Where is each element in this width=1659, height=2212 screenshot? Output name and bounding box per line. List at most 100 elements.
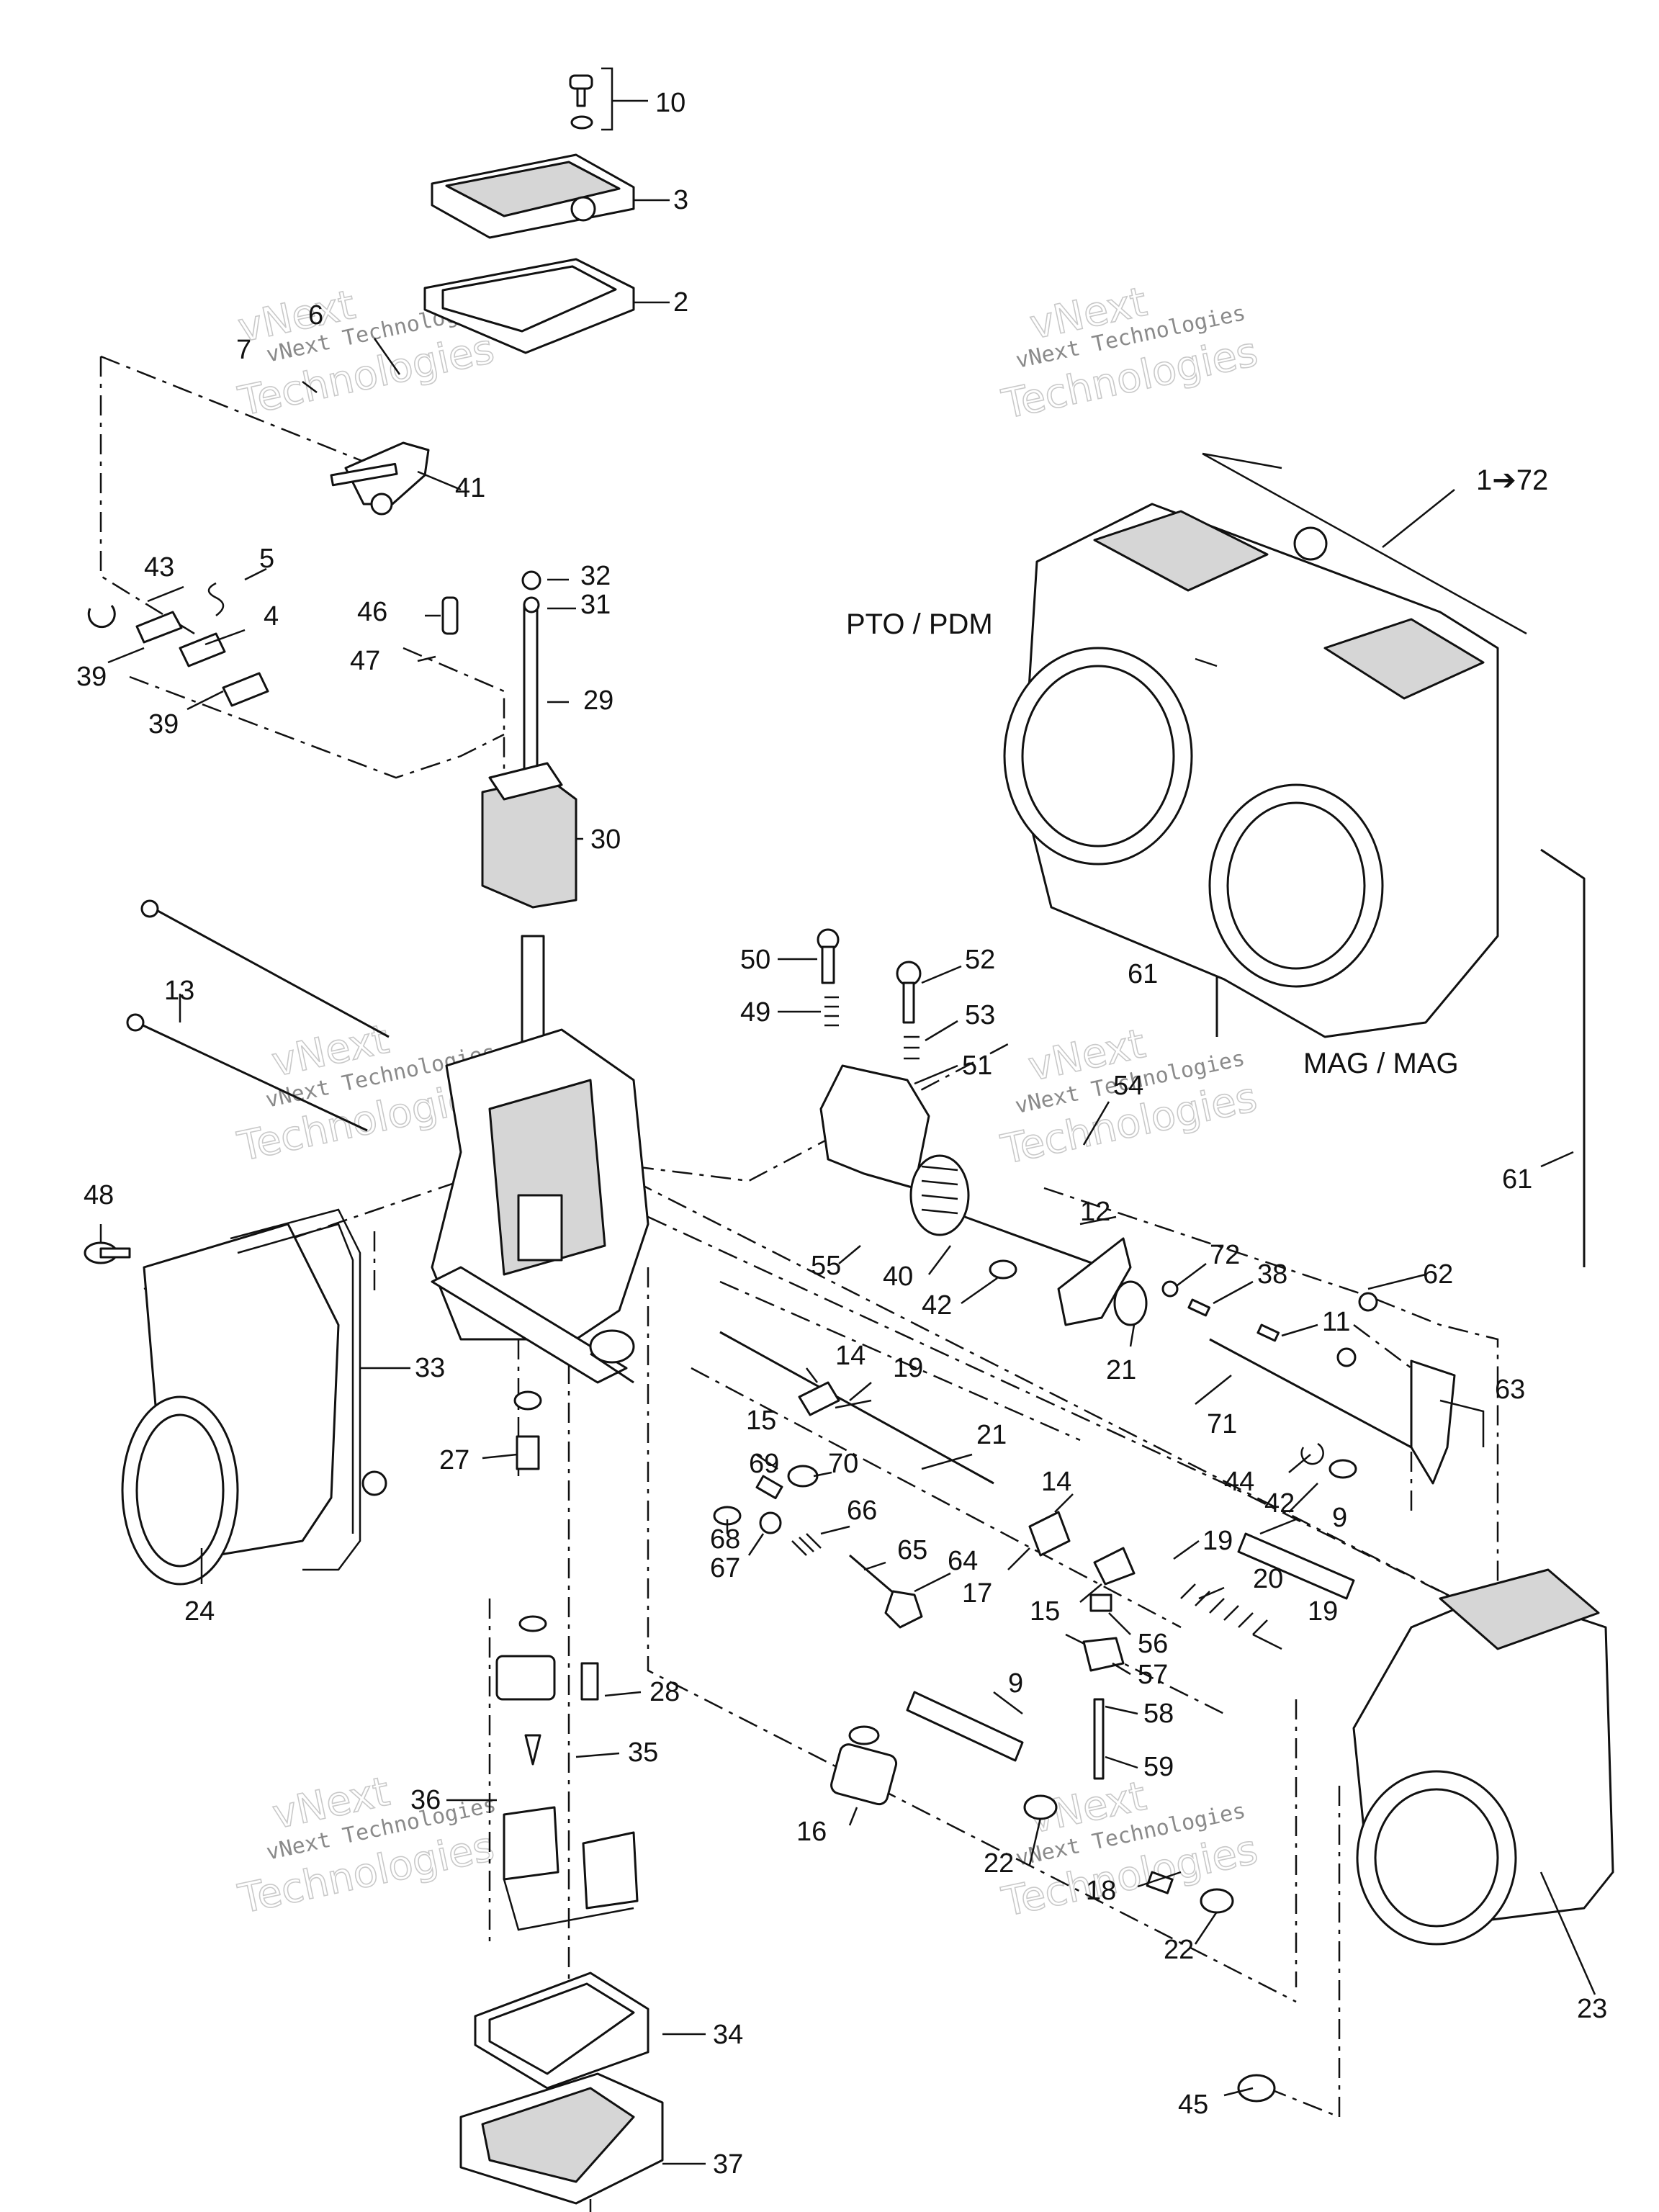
part-label: 58 [1143,1699,1174,1729]
screw-parts-62-72-38-11 [1161,1280,1378,1367]
slide-part-30 [481,762,577,1046]
small-parts-67-68-69-70 [713,1465,819,1534]
fitting-part-16 [830,1725,898,1806]
part-label: 17 [962,1578,992,1609]
part-label: 34 [713,2020,743,2050]
bracket-part-51 [819,1064,930,1190]
part-label: 29 [583,685,613,716]
carburetor-body-center [431,1028,649,1384]
part-label: 15 [1030,1596,1060,1627]
part-label: 20 [1253,1564,1283,1594]
spring-part-21 [1113,1280,1148,1326]
part-label: 12 [1080,1197,1110,1227]
watermark-top-left: vNext vNext Technologies Technologies [233,281,498,426]
part-label: 68 [710,1524,740,1555]
part-label: 22 [1164,1935,1194,1965]
needle-part-29 [521,570,541,808]
part-label: 32 [580,561,611,591]
part-label: 19 [1202,1526,1233,1556]
part-label: 28 [649,1677,680,1707]
part-label: 24 [184,1596,215,1627]
part-label: 72 [1210,1240,1240,1270]
linkage-parts-39-43-4-5 [87,582,269,707]
part-label: 59 [1143,1752,1174,1782]
part-label: 61 [1128,959,1158,989]
bracket-part-63 [1410,1359,1456,1485]
part-label: 39 [148,709,179,739]
part-label: 9 [1008,1668,1023,1699]
part-label: 36 [410,1785,441,1815]
pilot-screw-parts-56-59 [1082,1593,1125,1780]
part-label: 22 [984,1848,1014,1879]
gasket-part-33 [230,1208,387,1571]
screws-part-50-52 [817,928,922,1024]
part-label: 37 [713,2149,743,2180]
tube-parts-9 [906,1532,1355,1762]
carburetor-body-part-23 [1352,1568,1614,1946]
part-label: 31 [580,590,611,620]
mag-caption: MAG / MAG [1303,1048,1459,1079]
part-label: 56 [1138,1629,1168,1659]
part-label: 44 [1224,1467,1254,1497]
intake-adapter-part-24 [121,1223,340,1586]
adjust-screw-parts-64-65-66 [791,1533,923,1629]
part-label: 21 [976,1420,1007,1450]
part-label: 13 [164,976,194,1006]
pto-caption: PTO / PDM [846,608,993,640]
part-label: 27 [439,1445,469,1475]
part-label: 23 [1577,1994,1607,2024]
leader-lines [99,67,1596,2165]
part-label: 19 [1308,1596,1338,1627]
part-label: 55 [811,1251,841,1281]
part-label: 54 [1113,1071,1143,1101]
float-bowl-part-37 [459,2072,664,2205]
springs-part-49-53 [824,996,920,1060]
part-label: 14 [1041,1467,1071,1497]
assembly-lines [99,355,1499,2212]
part-label: 70 [828,1449,858,1479]
part-label: 64 [948,1546,978,1576]
part-label: 62 [1423,1259,1453,1290]
part-label: 35 [628,1737,658,1768]
shaft-part-21 [719,1331,994,1485]
cap-part-45 [1237,2074,1276,2103]
part-label: 71 [1207,1409,1237,1439]
cover-part-3 [431,153,635,239]
part-label: 61 [1502,1164,1532,1195]
part-label: 63 [1495,1375,1525,1405]
part-label: 2 [673,287,688,318]
part-label: 21 [1106,1355,1136,1385]
part-label: 42 [1264,1488,1295,1519]
part-label: 7 [236,335,251,365]
part-label: 3 [673,185,688,215]
bolts-part-13 [126,899,390,1132]
part-label: 33 [415,1353,445,1383]
gasket-part-34 [474,1972,649,2090]
shaft-part-71 [1209,1338,1412,1449]
part-label: 19 [893,1353,923,1383]
spring-part-40 [909,1154,970,1236]
assembly-range-caption: 1➔72 [1476,464,1548,496]
part-label: 16 [796,1817,827,1847]
part-label: 52 [965,945,995,975]
washers-part-42-44 [989,1259,1357,1479]
part-label: 18 [1086,1876,1116,1906]
part-label: 42 [922,1290,952,1321]
part-label: 47 [350,646,380,676]
screw-part-46 [441,596,459,635]
lever-part-41 [330,441,430,516]
part-label: 5 [259,544,274,574]
part-label: 40 [883,1262,913,1292]
part-label: 69 [749,1449,779,1479]
part-label: 39 [76,662,107,692]
part-label: 57 [1138,1660,1168,1690]
part-label: 51 [962,1051,992,1081]
part-label: 10 [655,88,685,118]
watermark-bottom-left: vNext vNext Technologies Technologies [234,1768,499,1924]
screw-part-48 [84,1241,131,1264]
part-label: 4 [264,601,279,631]
part-label: 67 [710,1553,740,1583]
part-label: 41 [455,473,485,503]
part-label: 45 [1178,2090,1208,2120]
